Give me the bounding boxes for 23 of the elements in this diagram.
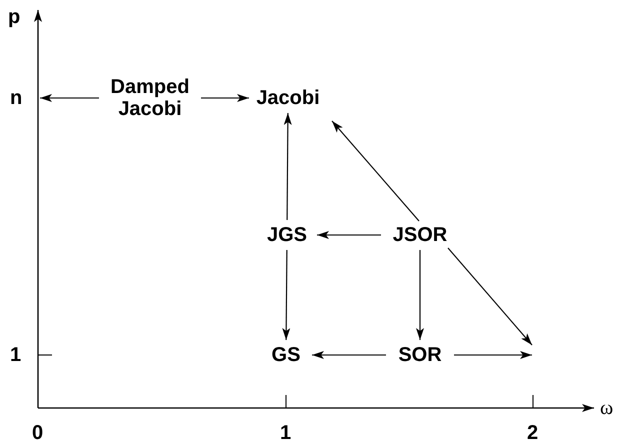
arrow <box>317 231 381 239</box>
arrow <box>448 248 532 346</box>
tick-label: 0 <box>32 422 44 444</box>
arrow <box>332 120 420 222</box>
tick-label: 1 <box>280 422 292 444</box>
method-label: JGS <box>260 223 314 247</box>
axis-label: p <box>8 6 20 28</box>
arrow <box>284 113 292 220</box>
tick-label: 2 <box>527 422 538 444</box>
method-label: GS <box>263 343 309 367</box>
arrow <box>454 351 532 359</box>
arrow <box>40 94 99 102</box>
method-label: Damped Jacobi <box>102 75 198 121</box>
tick-label: n <box>10 87 22 109</box>
axis-label: ω <box>600 397 614 419</box>
arrow <box>282 250 290 340</box>
method-label: JSOR <box>384 223 456 247</box>
method-label: Jacobi <box>252 86 324 110</box>
arrow <box>416 250 424 340</box>
tick-label: 1 <box>10 344 22 366</box>
arrow <box>201 94 249 102</box>
arrow <box>312 351 386 359</box>
method-label: SOR <box>389 343 451 367</box>
